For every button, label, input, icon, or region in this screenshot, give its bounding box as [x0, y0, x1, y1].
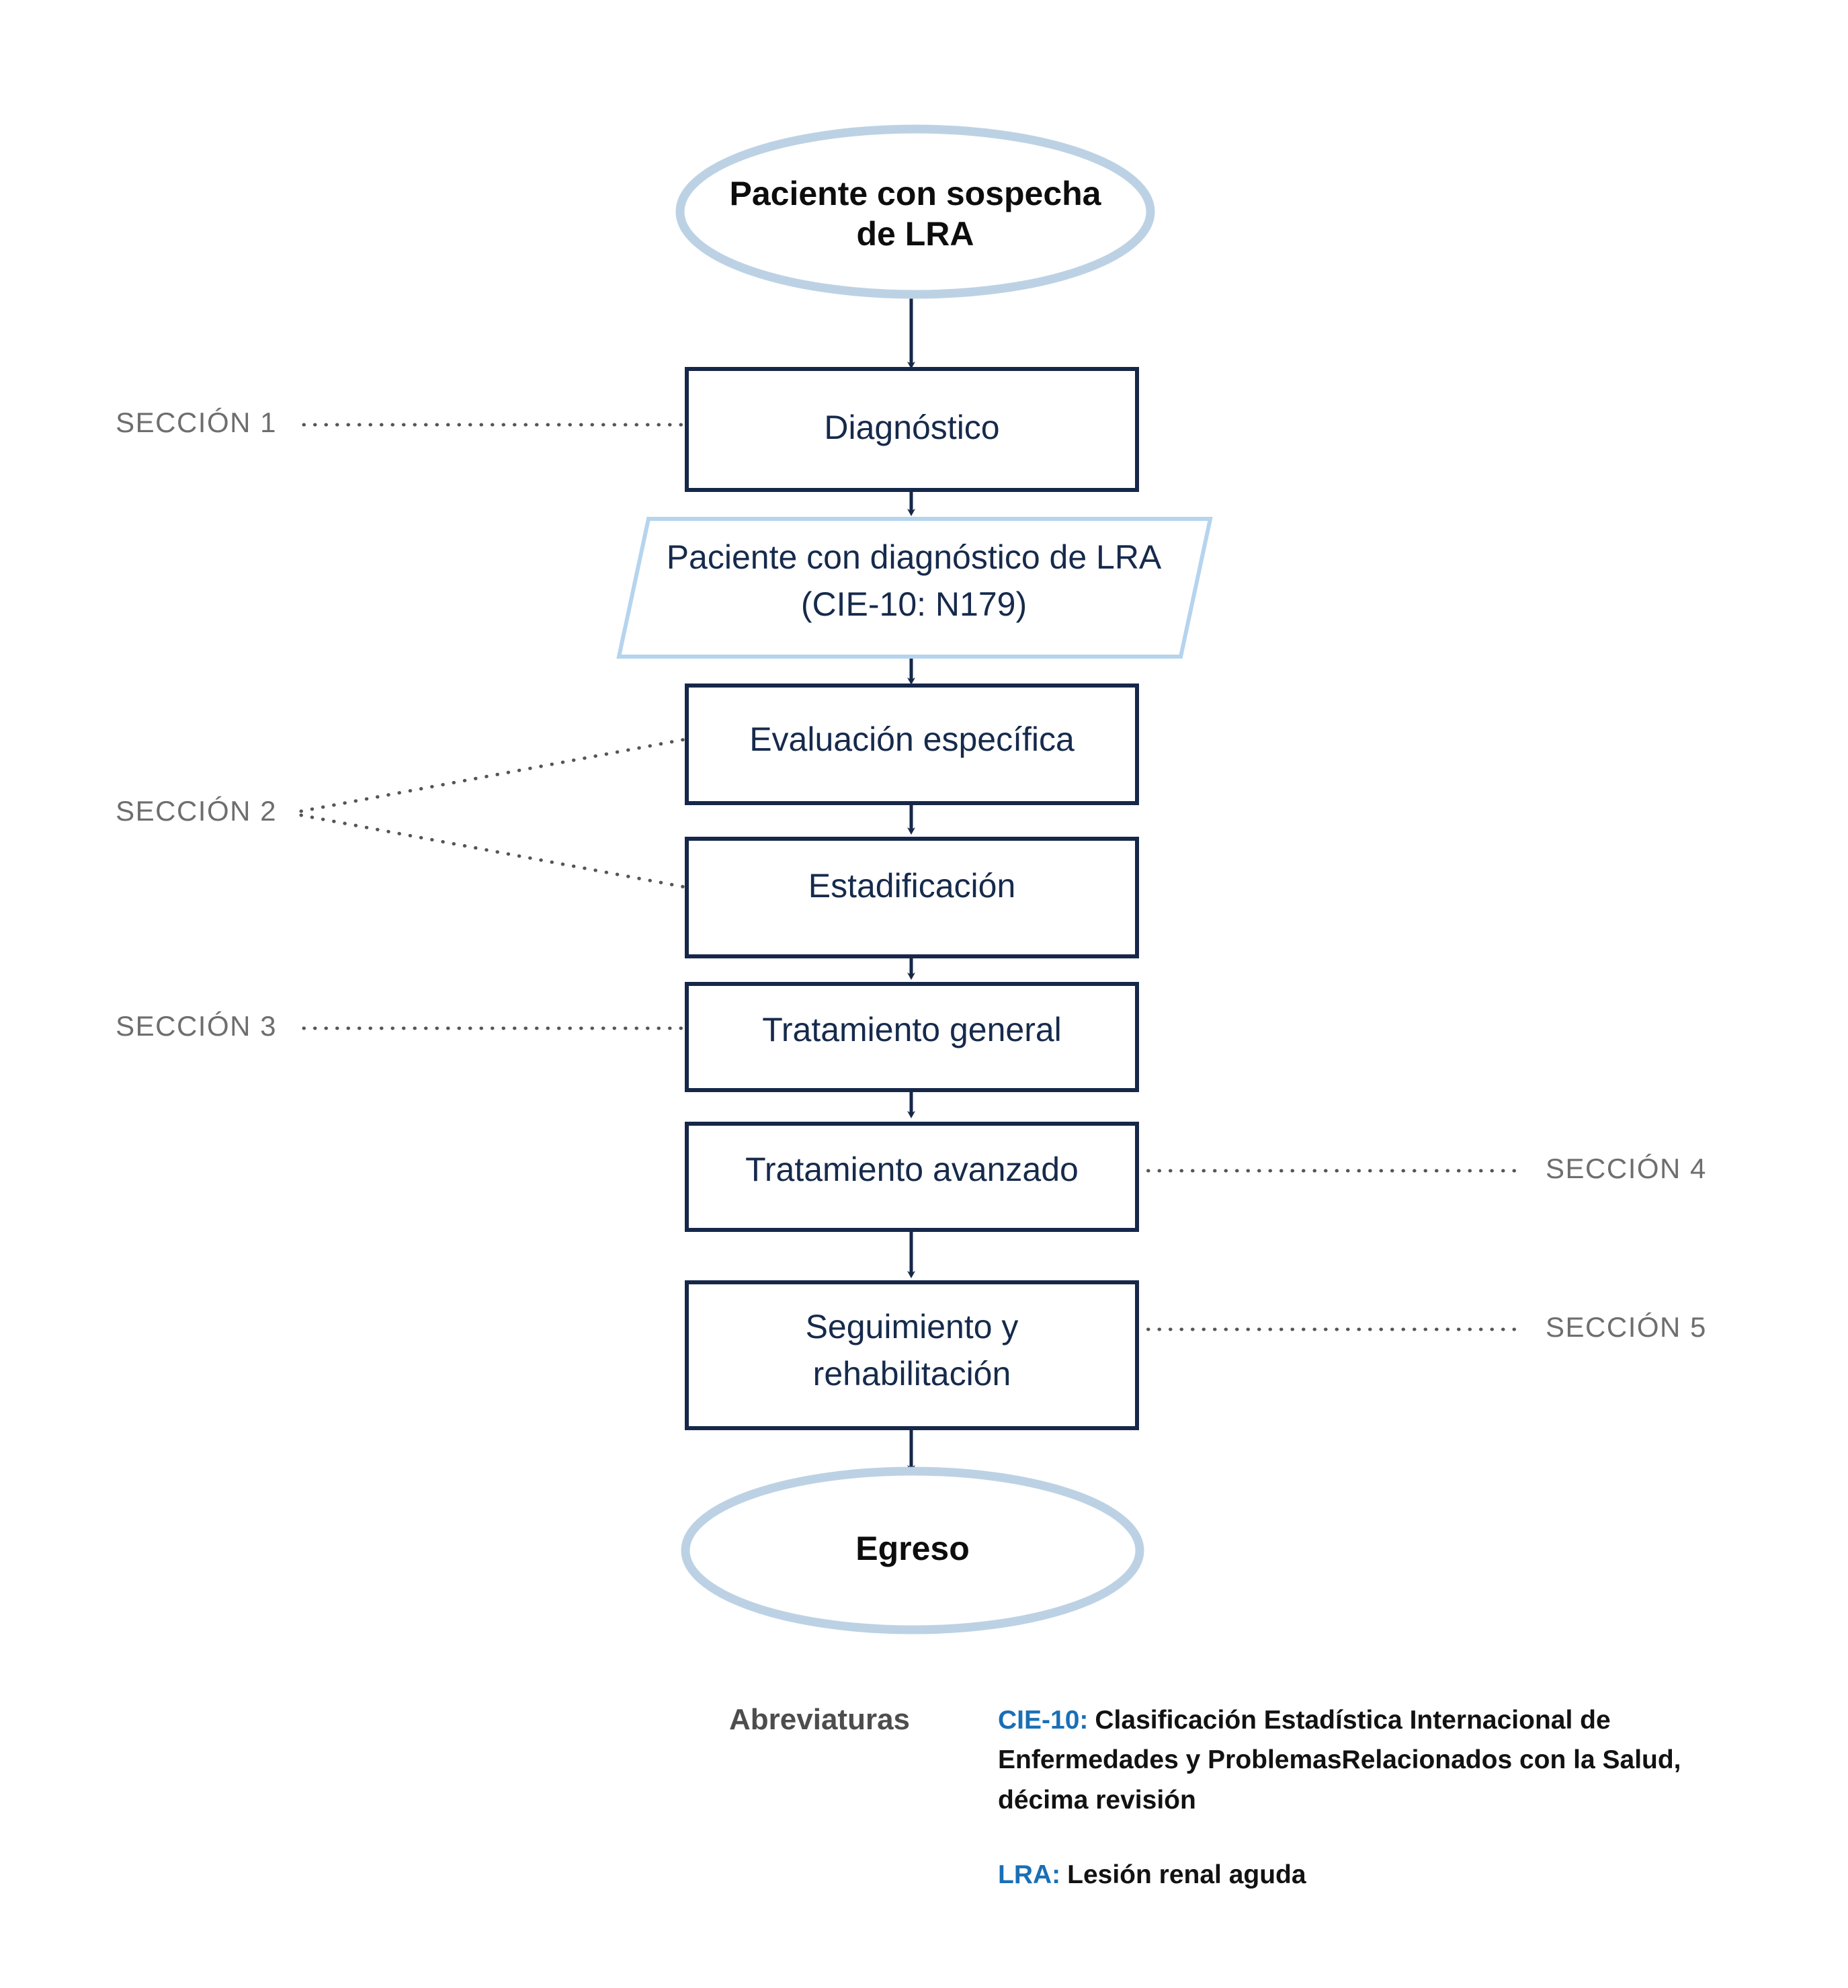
seguimiento-box-shape [685, 1280, 1139, 1430]
start-label-line-1: Paciente con sospecha [729, 175, 1101, 212]
section-label-4: SECCIÓN 4 [1546, 1153, 1707, 1184]
abbreviation-definition: Lesión renal aguda [1067, 1860, 1306, 1889]
diagnostico-data-label-line-2: (CIE-10: N179) [801, 585, 1027, 623]
section-leader-lines [299, 423, 1522, 1331]
evaluacion-label: Evaluación específica [749, 720, 1075, 758]
egreso-label: Egreso [855, 1530, 970, 1567]
diagnostico-label: Diagnóstico [824, 409, 999, 446]
leader-seccion-2-lower [299, 813, 687, 889]
diagnostico-data-parallelogram-shape [616, 517, 1213, 659]
seguimiento-label-line-2: rehabilitación [813, 1355, 1011, 1393]
diagnostico-data-label-line-1: Paciente con diagnóstico de LRA [667, 538, 1162, 576]
start-label-line-2: de LRA [857, 215, 974, 253]
node-tratamiento-general[interactable]: Tratamiento general [685, 982, 1139, 1092]
section-label-3: SECCIÓN 3 [116, 1010, 277, 1042]
start-ellipse-shape [675, 124, 1155, 299]
egreso-ellipse-shape [681, 1466, 1144, 1634]
tratamiento-general-label: Tratamiento general [762, 1011, 1062, 1048]
abbreviation-key: LRA: [998, 1860, 1061, 1889]
tratamiento-general-box-shape [685, 982, 1139, 1092]
abbreviation-item: LRA:Lesión renal aguda [998, 1855, 1764, 1895]
abbreviations-title: Abreviaturas [729, 1703, 911, 1736]
section-label-5: SECCIÓN 5 [1546, 1311, 1707, 1343]
diagnostico-box-shape [685, 367, 1139, 492]
node-paciente-diagnostico-lra[interactable]: Paciente con diagnóstico de LRA (CIE-10:… [616, 517, 1213, 659]
node-tratamiento-avanzado[interactable]: Tratamiento avanzado [685, 1122, 1139, 1232]
section-label-2: SECCIÓN 2 [116, 795, 277, 827]
node-start[interactable]: Paciente con sospecha de LRA [675, 124, 1155, 299]
node-egreso[interactable]: Egreso [681, 1466, 1144, 1634]
node-seguimiento-rehabilitacion[interactable]: Seguimiento y rehabilitación [685, 1280, 1139, 1430]
node-evaluacion-especifica[interactable]: Evaluación específica [685, 684, 1139, 805]
node-diagnostico[interactable]: Diagnóstico [685, 367, 1139, 492]
estadificacion-label: Estadificación [808, 867, 1016, 905]
abbreviation-key: CIE-10: [998, 1706, 1089, 1735]
abbreviations-block: Abreviaturas CIE-10:Clasificación Estadí… [729, 1700, 1777, 1895]
estadificacion-box-shape [685, 837, 1139, 958]
tratamiento-avanzado-label: Tratamiento avanzado [745, 1151, 1079, 1188]
section-label-1: SECCIÓN 1 [116, 407, 277, 438]
tratamiento-avanzado-box-shape [685, 1122, 1139, 1232]
abbreviations-list: CIE-10:Clasificación Estadística Interna… [998, 1700, 1777, 1895]
evaluacion-box-shape [685, 684, 1139, 805]
leader-seccion-2-upper [299, 737, 687, 813]
seguimiento-label-line-1: Seguimiento y [806, 1308, 1019, 1345]
abbreviation-definition: Clasificación Estadística Internacional … [998, 1706, 1681, 1815]
section-labels: SECCIÓN 1 SECCIÓN 2 SECCIÓN 3 SECCIÓN 4 … [116, 407, 1707, 1343]
node-estadificacion[interactable]: Estadificación [685, 837, 1139, 958]
abbreviation-item: CIE-10:Clasificación Estadística Interna… [998, 1700, 1764, 1820]
